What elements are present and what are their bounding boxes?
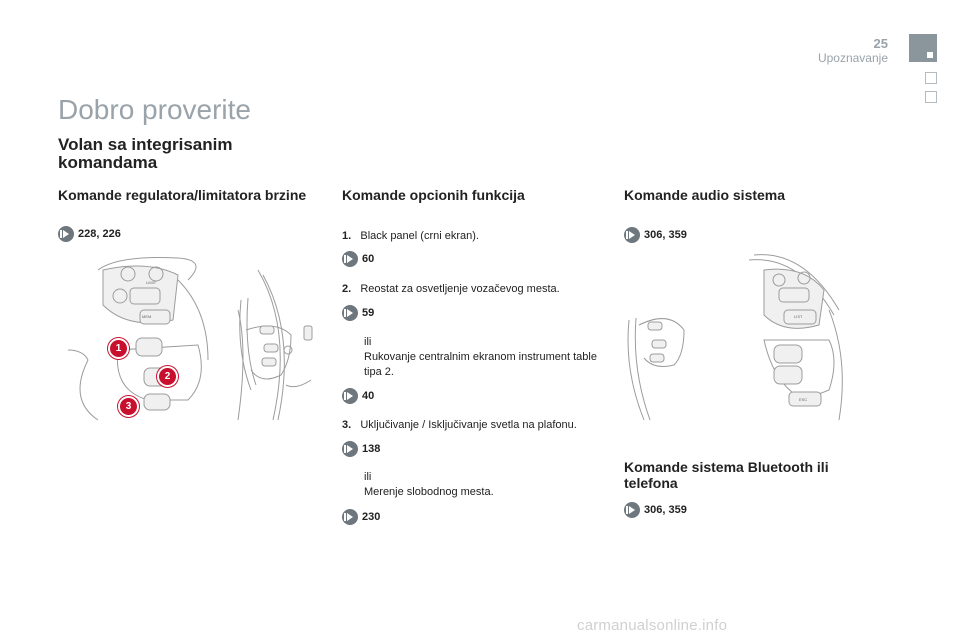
- reference-arrow-icon: [342, 509, 358, 525]
- list-item-alt: ili Merenje slobodnog mesta.: [364, 471, 494, 498]
- reference-arrow-icon: [342, 441, 358, 457]
- page-reference[interactable]: 60: [342, 251, 374, 267]
- callout-3: 3: [118, 396, 139, 417]
- page-reference[interactable]: 230: [342, 509, 380, 525]
- callout-1: 1: [108, 338, 129, 359]
- section-label: Upoznavanje: [817, 51, 888, 65]
- reference-pages: 228, 226: [78, 228, 121, 240]
- reference-arrow-icon: [624, 227, 640, 243]
- wheel-label: LIMIT: [146, 280, 157, 285]
- audio-controls-heading: Komande audio sistema: [624, 187, 786, 203]
- footer-watermark: carmanualsonline.info: [577, 617, 728, 634]
- list-item: 2. Reostat za osvetljenje vozačevog mest…: [342, 283, 560, 295]
- chapter-tab[interactable]: [925, 91, 937, 103]
- cruise-control-heading: Komande regulatora/limitatora brzine: [58, 187, 307, 203]
- steering-wheel-overview-illustration: [239, 297, 313, 391]
- reference-arrow-icon: [342, 388, 358, 404]
- callout-2: 2: [157, 366, 178, 387]
- list-item: 1. Black panel (crni ekran).: [342, 230, 479, 242]
- chapter-tab[interactable]: [925, 72, 937, 84]
- optional-functions-heading: Komande opcionih funkcija: [342, 187, 525, 203]
- wheel-label: ESC: [799, 397, 807, 402]
- tab-dot-icon: [927, 52, 933, 58]
- reference-arrow-icon: [342, 305, 358, 321]
- page-reference[interactable]: 138: [342, 441, 380, 457]
- page-number: 25: [873, 36, 888, 51]
- reference-arrow-icon: [624, 502, 640, 518]
- page-reference[interactable]: 228, 226: [58, 226, 121, 242]
- list-item-alt: ili Rukovanje centralnim ekranom instrum…: [364, 336, 597, 378]
- page-reference[interactable]: 40: [342, 388, 374, 404]
- list-item: 3. Uključivanje / Isključivanje svetla n…: [342, 419, 577, 431]
- wheel-label: MEM: [142, 314, 151, 319]
- wheel-label: LIST: [794, 314, 803, 319]
- page-reference[interactable]: 306, 359: [624, 502, 687, 518]
- section-subtitle: Volan sa integrisanim komandama: [58, 135, 233, 172]
- reference-arrow-icon: [342, 251, 358, 267]
- steering-wheel-audio-illustration: LIST ESC: [627, 254, 843, 421]
- page-reference[interactable]: 59: [342, 305, 374, 321]
- page-title: Dobro proverite: [58, 94, 251, 125]
- reference-arrow-icon: [58, 226, 74, 242]
- chapter-tab-active[interactable]: [909, 34, 937, 62]
- page-reference[interactable]: 306, 359: [624, 227, 687, 243]
- bluetooth-controls-heading: Komande sistema Bluetooth ili telefona: [624, 459, 829, 491]
